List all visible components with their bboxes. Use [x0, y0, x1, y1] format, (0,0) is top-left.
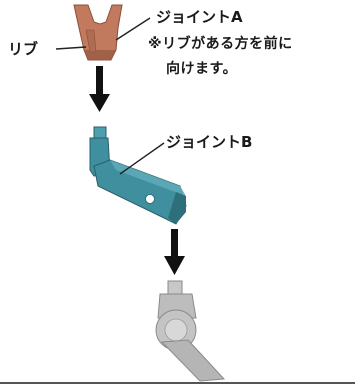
joint-a-leader [115, 17, 151, 41]
arrow-down-icon [89, 66, 110, 112]
rib-leader [55, 46, 87, 50]
joint-a-rib [85, 29, 97, 53]
joint-b-arm-top-face [110, 160, 186, 196]
gray-arm-lower [160, 339, 226, 382]
orientation-note-line-1: ※リブがある方を前に [148, 36, 293, 52]
rib-label: リブ [8, 40, 39, 58]
arrow-down-icon [164, 229, 185, 275]
joint-a-body [73, 4, 123, 61]
joint-b-peg [93, 126, 107, 140]
joint-b-hole [145, 194, 155, 204]
joint-a-part [73, 4, 123, 61]
gray-arm-joint-cap [164, 318, 188, 342]
joint-a-shade [84, 50, 116, 60]
gray-arm-peg [167, 280, 183, 296]
joint-b-part [89, 126, 187, 225]
joint-a-label: ジョイントA [156, 8, 243, 26]
joint-b-leader [119, 142, 165, 175]
orientation-note-line-2: 向けます。 [166, 61, 238, 77]
joint-b-label: ジョイントB [166, 133, 253, 151]
joint-b-end-face [168, 192, 186, 224]
gray-arm-part [155, 280, 226, 382]
